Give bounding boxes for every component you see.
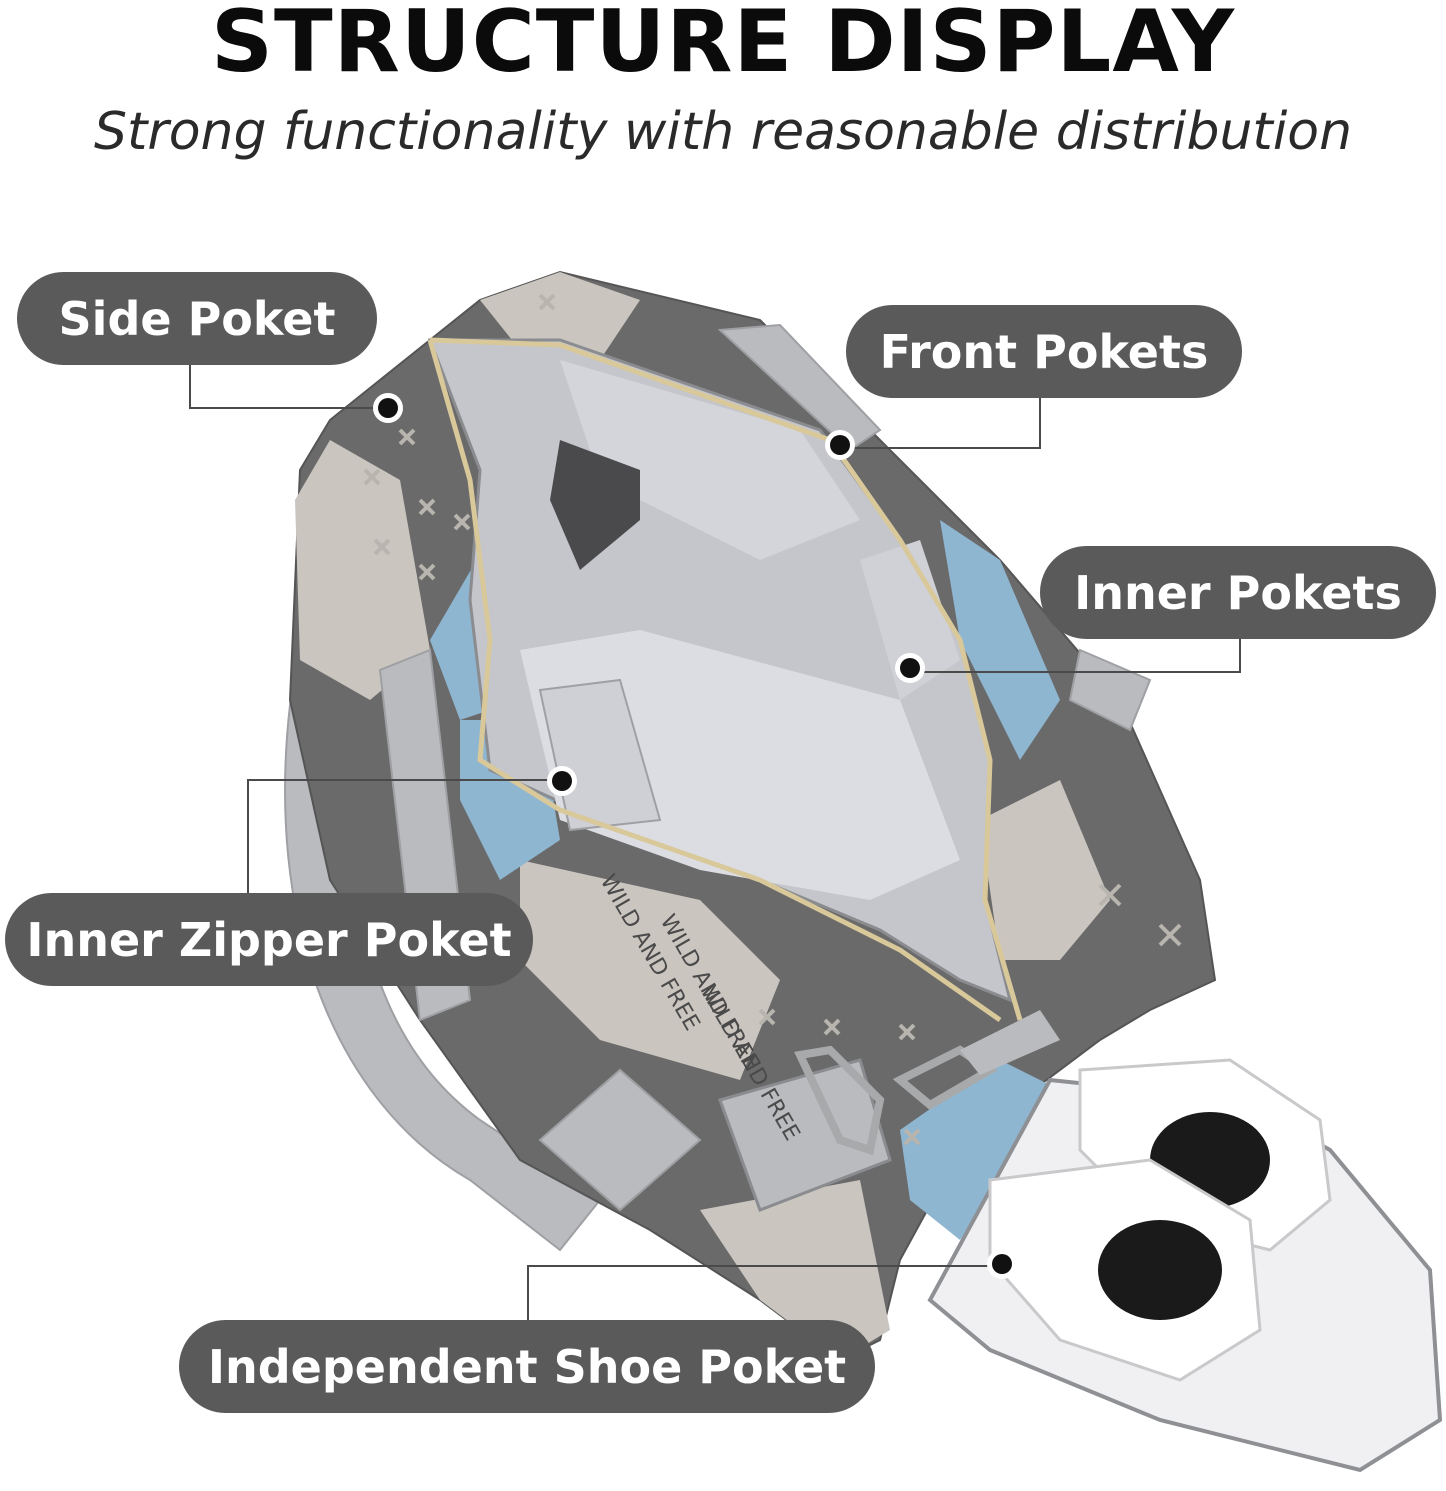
arrow-print-panel bbox=[520, 860, 780, 1080]
cross-pattern bbox=[363, 293, 1182, 1146]
main-zipper bbox=[427, 339, 1002, 1023]
callout-inner-pockets: Inner Pokets bbox=[1040, 546, 1436, 639]
callout-lines bbox=[189, 365, 1241, 1320]
wood-grain-panel bbox=[295, 440, 430, 700]
inner-slip-pocket bbox=[860, 540, 960, 700]
main-zipper bbox=[429, 337, 1023, 1021]
callout-dots bbox=[373, 393, 1017, 1279]
blue-panel bbox=[900, 1060, 1060, 1240]
callout-inner-zipper-pocket: Inner Zipper Poket bbox=[5, 893, 533, 986]
wood-grain-panel bbox=[700, 1180, 890, 1360]
front-inner-pocket bbox=[560, 360, 860, 560]
strap-segment bbox=[960, 1010, 1060, 1075]
dark-inner-fold bbox=[550, 440, 640, 570]
callout-front-pockets: Front Pokets bbox=[846, 305, 1242, 398]
wood-grain-panel bbox=[980, 780, 1110, 960]
page-title: STRUCTURE DISPLAY bbox=[211, 0, 1235, 92]
strap-segment bbox=[538, 1068, 702, 1212]
page-subtitle: Strong functionality with reasonable dis… bbox=[93, 102, 1353, 162]
callout-side-pocket: Side Poket bbox=[17, 272, 377, 365]
strap-adjuster bbox=[718, 1058, 892, 1212]
shoe-opening bbox=[1098, 1220, 1222, 1320]
callout-shoe-pocket: Independent Shoe Poket bbox=[179, 1320, 875, 1413]
top-handle bbox=[717, 323, 882, 452]
handle-loop bbox=[1068, 648, 1152, 732]
metal-clip bbox=[794, 1045, 885, 1156]
wood-grain-panel bbox=[480, 272, 640, 360]
blue-panel bbox=[940, 520, 1060, 760]
